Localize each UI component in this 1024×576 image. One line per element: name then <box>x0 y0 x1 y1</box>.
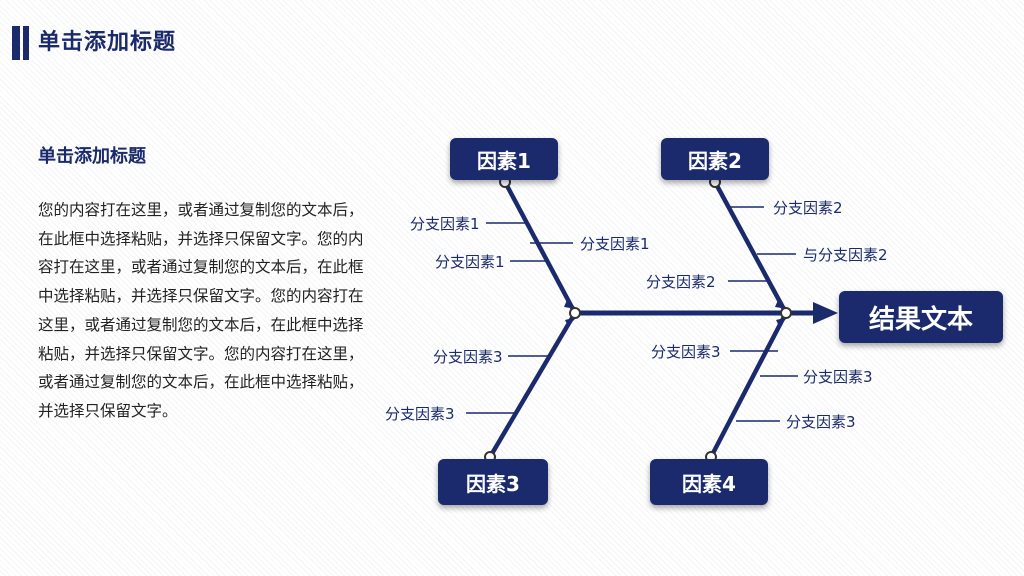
bone-arrow-1 <box>564 300 577 309</box>
junction-circle <box>780 307 792 319</box>
branch-label[interactable]: 分支因素2 <box>773 199 843 217</box>
branch-lines <box>466 206 798 422</box>
bone-arrow-4 <box>776 317 788 326</box>
bone-arrow-3 <box>565 317 577 326</box>
bone-factor1 <box>503 180 577 315</box>
branch-label[interactable]: 分支因素3 <box>651 343 721 361</box>
branch-label[interactable]: 分支因素1 <box>580 235 650 253</box>
factor-box-2[interactable]: 因素2 <box>661 138 769 180</box>
factor-box-3[interactable]: 因素3 <box>438 459 548 505</box>
branch-label[interactable]: 分支因素3 <box>786 413 856 431</box>
bone-factor4 <box>709 311 788 459</box>
bone-factor2 <box>713 180 788 315</box>
junction-circle <box>569 307 581 319</box>
branch-label[interactable]: 分支因素3 <box>385 405 455 423</box>
body-text[interactable]: 您的内容打在这里，或者通过复制您的文本后，在此框中选择粘贴，并选择只保留文字。您… <box>38 201 364 420</box>
branch-label[interactable]: 分支因素1 <box>435 253 505 271</box>
bone-factor3 <box>488 311 577 459</box>
branch-label[interactable]: 分支因素2 <box>646 273 716 291</box>
header-accent-bar-thin <box>23 26 29 60</box>
branch-label[interactable]: 分支因素3 <box>803 368 873 386</box>
section-heading[interactable]: 单击添加标题 <box>38 146 146 167</box>
factor-box-4[interactable]: 因素4 <box>650 459 768 505</box>
branch-label[interactable]: 与分支因素2 <box>803 246 888 264</box>
branch-label[interactable]: 分支因素1 <box>410 215 480 233</box>
spine-arrowhead <box>813 302 838 324</box>
factor-box-1[interactable]: 因素1 <box>450 138 558 180</box>
bone-arrow-2 <box>775 300 788 309</box>
branch-label[interactable]: 分支因素3 <box>433 348 503 366</box>
header-accent-bar <box>12 26 20 60</box>
page-title[interactable]: 单击添加标题 <box>38 30 177 55</box>
result-box[interactable]: 结果文本 <box>839 291 1003 343</box>
